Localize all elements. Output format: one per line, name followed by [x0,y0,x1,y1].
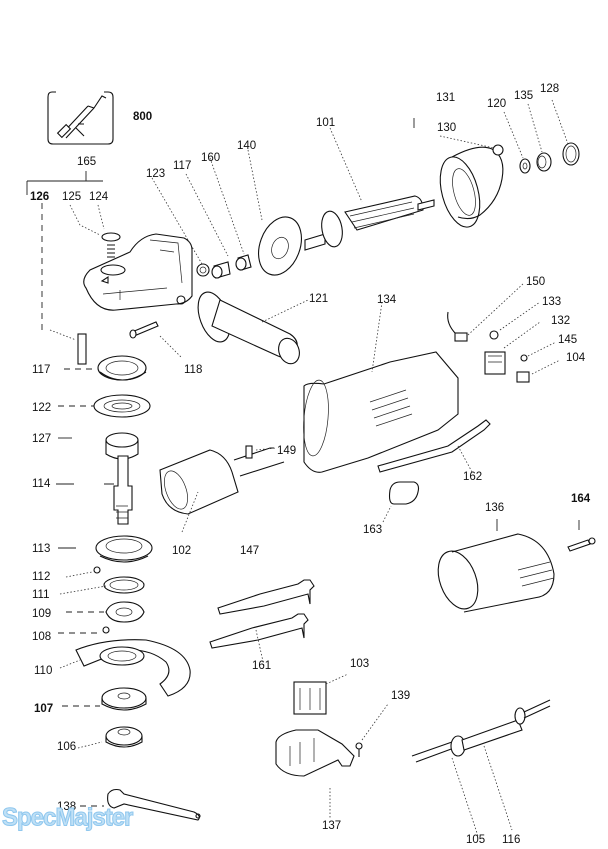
switch-button-163-part [382,481,420,523]
callout-125: 125 [62,191,82,203]
callout-110: 110 [34,665,53,677]
callout-124: 124 [89,191,109,203]
callout-164: 164 [571,493,591,505]
callout-120: 120 [487,98,507,110]
watermark-logo: SpecMajster [1,803,133,832]
carbon-brush-104-part [516,359,561,383]
armature-101-part [304,127,435,251]
callout-136: 136 [485,502,505,514]
guard-clamp-109-part [66,601,145,623]
callout-117-upper: 117 [173,160,192,172]
callout-118: 118 [184,364,203,376]
callout-113: 113 [32,543,51,555]
callout-139: 139 [391,690,411,702]
clamp-ring-111-part [59,576,145,595]
callout-131: 131 [436,92,456,104]
callout-150: 150 [526,276,546,288]
washer-120-part [503,111,531,174]
callout-114: 114 [32,478,51,490]
callout-147: 147 [240,545,260,557]
bearing-135-part [527,103,552,172]
switch-137-part [275,729,355,818]
screw-118-part [129,321,183,359]
gear-housing-part [83,233,193,311]
o-ring-part [101,232,121,258]
bearing-plate-140-part [258,216,302,276]
clip-133-part [489,301,541,340]
bearing-127-part [58,432,139,460]
callout-106: 106 [57,741,77,753]
callout-122: 122 [32,402,52,414]
bearing-117-part [211,261,231,279]
callout-149: 149 [277,445,297,457]
motor-housing-134-part [303,301,459,473]
callout-112: 112 [32,571,51,583]
callout-111: 111 [32,589,50,601]
callout-105: 105 [466,834,486,846]
kit-box-800 [47,91,114,145]
backing-flange-107-part [62,687,147,711]
lead-162-part [377,419,491,473]
bevel-gear-117-part [64,355,147,381]
clamp-nut-106-part [77,726,143,749]
callout-103: 103 [350,658,370,670]
callout-116: 116 [502,834,521,846]
callout-137: 137 [322,820,342,832]
switch-cap-103-part [293,673,349,715]
callout-108: 108 [32,631,52,643]
callout-135: 135 [514,90,534,102]
bearing-128-part [551,99,580,166]
brush-holder-132-part [484,321,541,375]
callout-127: 127 [32,433,52,445]
callout-800: 800 [133,111,153,123]
callout-130: 130 [437,122,457,134]
callout-165: 165 [77,156,97,168]
bearing-retainer-122-part [58,394,151,418]
stator-102-part [159,447,285,533]
spanner-138-part [80,788,201,821]
fan-housing-part [439,146,504,228]
wheel-guard-110-part [59,639,191,697]
side-handle-121-part [197,291,309,365]
callout-126: 126 [30,191,50,203]
callout-132: 132 [551,315,571,327]
terminal-149-part [245,445,277,459]
callout-128: 128 [540,83,560,95]
callout-145: 145 [558,334,578,346]
callout-134: 134 [377,294,397,306]
callout-121: 121 [309,293,329,305]
callout-138: 138 [57,801,77,813]
callout-163: 163 [363,524,383,536]
screw-164-part [567,520,596,552]
cable-sleeve-116-part [411,699,551,837]
screw-112-part [65,566,101,578]
callout-104: 104 [566,352,586,364]
callout-162: 162 [463,471,483,483]
spindle-114-part [56,455,133,525]
pin-126-part [49,329,87,365]
group-bracket-165 [26,171,105,333]
brush-wire-150-part [447,282,525,342]
nut-160-part [235,254,252,271]
callout-101: 101 [316,117,336,129]
callout-140: 140 [237,140,257,152]
callout-161: 161 [252,660,272,672]
callout-102: 102 [172,545,192,557]
cap-130-part [439,135,504,156]
rear-cover-136-part [437,519,555,613]
screw-108-part [58,626,110,634]
screw-139-part [355,703,389,757]
brush-springs-161-part [209,579,315,667]
callout-109: 109 [32,608,52,620]
bearing-flange-113-part [58,535,153,563]
callout-160: 160 [201,152,221,164]
grease-gun-icon [56,95,107,139]
callout-123: 123 [146,168,166,180]
spring-145-part [520,341,557,362]
callout-117-lower: 117 [32,364,51,376]
bushing-123-part [196,263,210,277]
callout-107: 107 [34,703,54,715]
callout-133: 133 [542,296,562,308]
